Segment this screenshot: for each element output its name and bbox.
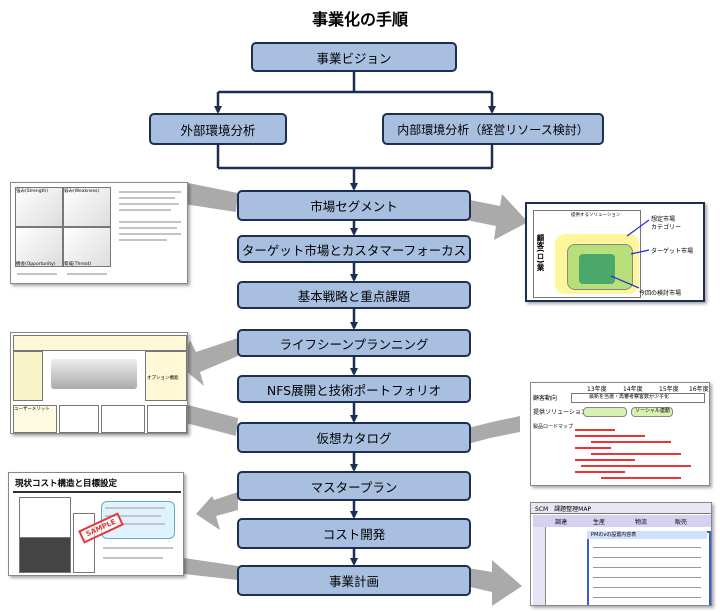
swot-threat: 脅威(Threat) bbox=[64, 262, 92, 267]
step-basic-strategy: 基本戦略と重点課題 bbox=[237, 281, 471, 309]
arrow-planning-to-catalog bbox=[180, 338, 238, 386]
catalog-product-image bbox=[51, 359, 137, 389]
scm-col-header bbox=[533, 515, 711, 527]
scm-col-2: 生産 bbox=[593, 519, 606, 526]
roadmap-trend-bar bbox=[571, 393, 705, 403]
step-target-market: ターゲット市場とカスタマーフォーカス bbox=[237, 235, 471, 263]
flow-connectors bbox=[214, 70, 496, 566]
roadmap-solution-2 bbox=[631, 407, 673, 417]
step-vision: 事業ビジョン bbox=[251, 42, 457, 72]
roadmap-year-4: 16年度 bbox=[689, 386, 709, 393]
arrow-plan-to-schedule bbox=[184, 558, 238, 580]
arrow-catalog-to-roadmap bbox=[182, 404, 238, 436]
scm-detail-panel bbox=[587, 531, 711, 605]
market-focus-area bbox=[579, 254, 615, 284]
arrow-roadmap-to-catalog bbox=[468, 416, 520, 444]
market-label-category: カテゴリー bbox=[651, 224, 682, 231]
market-grid bbox=[533, 210, 641, 298]
scm-col-4: 販売 bbox=[675, 519, 688, 526]
thumb-roadmap: 13年度 14年度 15年度 16年度 顧客動向 提供ソリューション 製品ロード… bbox=[530, 382, 710, 486]
roadmap-trend-text: 最新を当選・再審考察客数が少子化 bbox=[589, 394, 670, 400]
step-life-scene-planning: ライフシーンプランニング bbox=[237, 329, 471, 357]
scm-header: SCM 課題整理MAP bbox=[535, 506, 592, 513]
market-header: 提供するソリューション bbox=[571, 213, 621, 218]
roadmap-row-1: 顧客動向 bbox=[533, 395, 558, 402]
market-label-current: 今回の検討市場 bbox=[639, 290, 682, 297]
catalog-merit-label: ユーザーメリット bbox=[14, 407, 50, 412]
roadmap-row-3: 製品ロードマップ bbox=[533, 424, 574, 430]
cost-bar-right bbox=[73, 513, 95, 573]
thumb-cost-structure: 現状コスト構造と目標設定 SAMPLE bbox=[8, 472, 184, 576]
market-label-assumed: 想定市場 bbox=[651, 216, 676, 223]
arrow-segment-to-market bbox=[466, 194, 528, 240]
swot-opportunity: 機会(Opportunity) bbox=[16, 262, 56, 267]
catalog-right-panel bbox=[145, 351, 187, 401]
arrow-schedule-to-plan bbox=[466, 560, 522, 606]
arrow-swot-to-segment bbox=[184, 183, 238, 212]
cost-title: 現状コスト構造と目標設定 bbox=[15, 479, 118, 489]
scm-col-3: 物流 bbox=[635, 519, 648, 526]
market-pointer-arrows bbox=[610, 219, 650, 289]
step-market-segment: 市場セグメント bbox=[237, 190, 471, 221]
step-nfs-tech-portfolio: NFS展開と技術ポートフォリオ bbox=[237, 375, 471, 403]
thumb-scm-map: SCM 課題整理MAP 調達 生産 物流 販売 PMのvの設置内容表 bbox=[530, 502, 712, 606]
thumb-market-segment: 提供するソリューション 顧客(ロ)業 想定市場 カテゴリー ターゲット市場 今回… bbox=[525, 202, 705, 302]
roadmap-solution-text: ソーシャル連動 bbox=[635, 408, 670, 414]
catalog-option-label: オプション機能 bbox=[147, 376, 179, 381]
step-cost-development: コスト開発 bbox=[237, 518, 471, 549]
step-internal-analysis: 内部環境分析（経営リソース検討） bbox=[382, 113, 604, 145]
catalog-left-panel bbox=[13, 351, 43, 401]
catalog-merit-box bbox=[13, 405, 57, 433]
step-virtual-catalog: 仮想カタログ bbox=[237, 422, 471, 453]
page-title: 事業化の手順 bbox=[311, 10, 408, 29]
thumb-swot: 強み(Strength) 弱み(Weakness) 機会(Opportunity… bbox=[10, 182, 188, 284]
scm-col-1: 調達 bbox=[555, 519, 568, 526]
roadmap-year-2: 14年度 bbox=[623, 386, 643, 393]
swot-strength-cell bbox=[15, 187, 63, 227]
scm-detail-title: PMのvの設置内容表 bbox=[591, 532, 637, 538]
swot-weakness: 弱み(Weakness) bbox=[64, 189, 100, 194]
thumb-catalog: オプション機能 ユーザーメリット bbox=[10, 332, 188, 434]
step-external-analysis: 外部環境分析 bbox=[149, 113, 287, 145]
market-label-target: ターゲット市場 bbox=[651, 248, 694, 255]
swot-threat-cell bbox=[63, 227, 111, 267]
swot-weakness-cell bbox=[63, 187, 111, 227]
step-business-plan: 事業計画 bbox=[237, 565, 471, 596]
scm-header-bar bbox=[531, 503, 711, 514]
swot-opportunity-cell bbox=[15, 227, 63, 267]
catalog-header bbox=[13, 335, 187, 351]
gray-flow-arrows bbox=[180, 183, 528, 606]
swot-strength: 強み(Strength) bbox=[16, 189, 48, 194]
market-vertical-label: 顧客(ロ)業 bbox=[536, 234, 545, 271]
arrow-masterplan-to-cost bbox=[196, 492, 238, 530]
roadmap-year-1: 13年度 bbox=[587, 386, 607, 393]
roadmap-solution-1 bbox=[583, 407, 627, 417]
roadmap-row-2: 提供ソリューション bbox=[533, 409, 587, 416]
step-master-plan: マスタープラン bbox=[237, 471, 471, 501]
roadmap-year-3: 15年度 bbox=[659, 386, 679, 393]
